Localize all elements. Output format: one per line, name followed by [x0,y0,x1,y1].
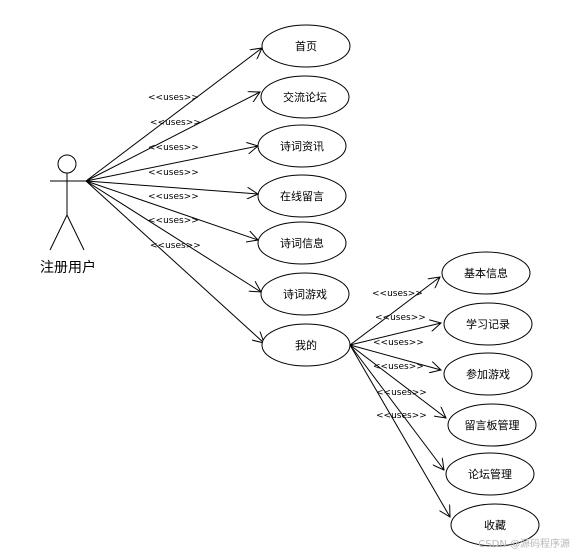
uses-label-message-2: <<uses>> [148,192,199,202]
use-case-news-label: 诗词资讯 [280,139,324,153]
uses-label-board-manage: <<uses>> [373,362,424,372]
use-case-mine[interactable]: 我的 [261,323,351,367]
sub-edges [349,277,450,517]
uses-label-favorites: <<uses>> [376,411,427,421]
use-case-poem-game-label: 诗词游戏 [283,287,327,301]
watermark: CSDN @源码程序源 [478,537,570,550]
use-case-poem-info-label: 诗词信息 [280,236,324,250]
edge-news [85,146,258,182]
actor-left-leg [49,214,68,251]
use-case-message-label: 在线留言 [280,189,324,203]
use-case-forum[interactable]: 交流论坛 [260,75,350,119]
uses-label-forum-manage: <<uses>> [376,388,427,398]
use-case-poem-game[interactable]: 诗词游戏 [260,272,350,316]
actor-head [57,154,77,174]
edge-poem-info [85,180,258,240]
use-case-favorites[interactable]: 收藏 [450,503,540,547]
uses-label-join-game: <<uses>> [373,338,424,348]
uses-label-homepage: <<uses>> [148,93,199,103]
edge-homepage [85,48,262,182]
use-case-forum-manage[interactable]: 论坛管理 [445,452,535,496]
edge-join-game [349,344,441,370]
uses-label-study-record: <<uses>> [375,313,426,323]
edge-message [85,180,258,194]
sub-use-cases: 基本信息 学习记录 参加游戏 留言板管理 论坛管理 收藏 [441,251,540,547]
edge-study-record [349,323,441,346]
edge-forum-manage [349,344,444,470]
edge-mine [85,180,264,343]
use-case-forum-manage-label: 论坛管理 [468,467,512,481]
uses-label-poem-info: <<uses>> [148,216,199,226]
use-case-study-record-label: 学习记录 [466,317,510,331]
use-case-mine-label: 我的 [295,338,317,352]
primary-use-cases: 首页 交流论坛 诗词资讯 在线留言 诗词信息 诗词游戏 我的 [257,24,351,367]
use-case-basic-info-label: 基本信息 [464,266,508,280]
sub-uses-labels: <<uses>> <<uses>> <<uses>> <<uses>> <<us… [372,289,427,421]
edge-favorites [349,344,450,517]
use-case-board-manage-label: 留言板管理 [465,418,520,432]
use-case-forum-label: 交流论坛 [283,90,327,104]
use-case-message[interactable]: 在线留言 [257,174,347,218]
uses-label-basic-info: <<uses>> [372,289,423,299]
use-case-basic-info[interactable]: 基本信息 [441,251,531,295]
actor: 注册用户 [40,154,96,276]
actor-label: 注册用户 [40,259,96,276]
uses-label-message: <<uses>> [148,168,199,178]
uses-label-poem-game: <<uses>> [150,241,201,251]
use-case-homepage[interactable]: 首页 [261,24,351,68]
primary-edges [85,48,264,343]
use-case-favorites-label: 收藏 [484,518,506,532]
use-case-poem-info[interactable]: 诗词信息 [257,221,347,265]
use-case-join-game-label: 参加游戏 [466,367,510,381]
use-case-study-record[interactable]: 学习记录 [443,302,533,346]
uses-label-news: <<uses>> [148,143,199,153]
uses-label-forum: <<uses>> [150,118,201,128]
use-case-homepage-label: 首页 [295,39,317,53]
edge-forum [85,92,260,182]
edge-poem-game [85,180,261,292]
use-case-news[interactable]: 诗词资讯 [257,124,347,168]
primary-uses-labels: <<uses>> <<uses>> <<uses>> <<uses>> <<us… [148,93,201,251]
edge-basic-info [349,277,440,346]
use-case-join-game[interactable]: 参加游戏 [443,352,533,396]
edge-board-manage [349,344,446,418]
use-case-board-manage[interactable]: 留言板管理 [447,403,537,447]
actor-right-leg [66,214,85,251]
